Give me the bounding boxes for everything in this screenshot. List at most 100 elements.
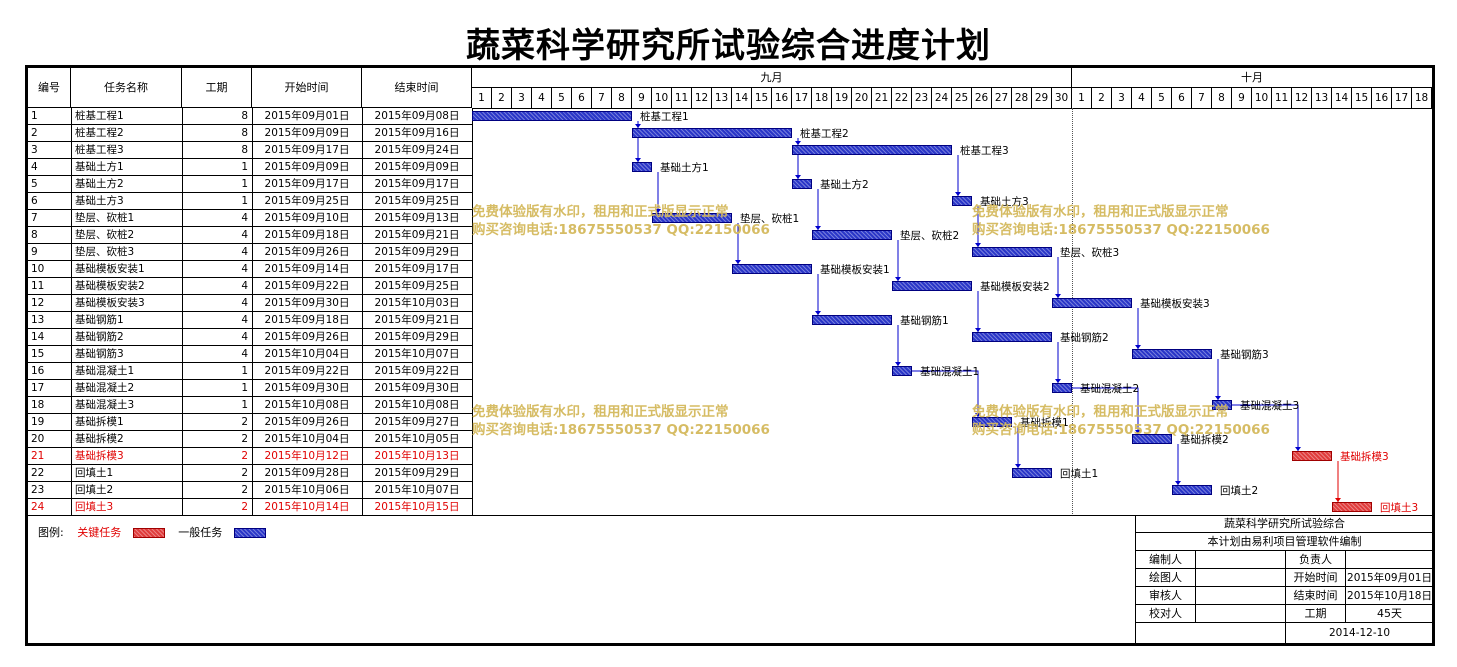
- task-bar-label: 基础钢筋2: [1060, 332, 1109, 344]
- cell-end: 2015年09月21日: [374, 314, 460, 326]
- task-bar[interactable]: [1052, 298, 1132, 308]
- column-separator: [252, 295, 253, 311]
- cell-name: 桩基工程3: [75, 144, 124, 156]
- cell-name: 基础钢筋1: [75, 314, 124, 326]
- task-bar[interactable]: [972, 247, 1052, 257]
- header-name[interactable]: 任务名称: [71, 68, 182, 108]
- cell-end: 2015年09月24日: [374, 144, 460, 156]
- watermark-2: 免费体验版有水印，租用和正式版显示正常购买咨询电话:18675550537 QQ…: [972, 203, 1270, 239]
- task-bar[interactable]: [1132, 434, 1172, 444]
- task-bar-label: 桩基工程3: [960, 145, 1009, 157]
- column-separator: [182, 431, 183, 447]
- header-start[interactable]: 开始时间: [252, 68, 362, 108]
- task-bar[interactable]: [1012, 468, 1052, 478]
- column-separator: [182, 278, 183, 294]
- task-bar[interactable]: [892, 281, 972, 291]
- task-bar[interactable]: [1212, 400, 1232, 410]
- task-bar[interactable]: [652, 213, 732, 223]
- legend-critical-swatch: [132, 528, 165, 538]
- task-bar-label: 垫层、砍桩1: [740, 213, 800, 225]
- column-separator: [362, 380, 363, 396]
- column-separator: [182, 448, 183, 464]
- column-separator: [71, 278, 72, 294]
- header-id[interactable]: 编号: [28, 68, 71, 108]
- critical-task-bar[interactable]: [1332, 502, 1372, 512]
- task-bar[interactable]: [632, 162, 652, 172]
- column-separator: [71, 431, 72, 447]
- cell-name: 基础模板安装2: [75, 280, 145, 292]
- task-bar[interactable]: [1052, 383, 1072, 393]
- task-bar[interactable]: [632, 128, 792, 138]
- cell-end: 2015年09月13日: [374, 212, 460, 224]
- task-bar[interactable]: [1132, 349, 1212, 359]
- tb-end-value: 2015年10月18日: [1346, 587, 1433, 605]
- task-bar[interactable]: [972, 417, 1012, 427]
- header-duration[interactable]: 工期: [182, 68, 252, 108]
- task-bar[interactable]: [792, 179, 812, 189]
- link-arrowhead: [975, 413, 981, 417]
- column-separator: [252, 176, 253, 192]
- header-end[interactable]: 结束时间: [362, 68, 472, 108]
- task-bar[interactable]: [812, 315, 892, 325]
- link-arrowhead: [1135, 430, 1141, 434]
- link-arrowhead: [975, 328, 981, 332]
- task-bar[interactable]: [1172, 485, 1212, 495]
- cell-id: 21: [31, 450, 45, 462]
- column-separator: [71, 176, 72, 192]
- critical-task-bar[interactable]: [1292, 451, 1332, 461]
- cell-start: 2015年09月26日: [264, 416, 350, 428]
- day-header: 9: [632, 88, 652, 108]
- day-header: 12: [1292, 88, 1312, 108]
- watermark-line-1: 免费体验版有水印，租用和正式版显示正常: [472, 404, 729, 420]
- task-bar[interactable]: [972, 332, 1052, 342]
- column-separator: [71, 244, 72, 260]
- column-separator: [182, 159, 183, 175]
- task-bar[interactable]: [472, 111, 632, 121]
- column-separator: [182, 244, 183, 260]
- day-header: 19: [832, 88, 852, 108]
- task-bar[interactable]: [892, 366, 912, 376]
- tb-project: 蔬菜科学研究所试验综合: [1136, 515, 1433, 533]
- column-separator: [182, 363, 183, 379]
- column-separator: [71, 210, 72, 226]
- day-header: 29: [1032, 88, 1052, 108]
- task-bar[interactable]: [792, 145, 952, 155]
- column-separator: [252, 397, 253, 413]
- tb-date: 2014-12-10: [1328, 627, 1391, 639]
- day-header: 4: [532, 88, 552, 108]
- day-header: 25: [952, 88, 972, 108]
- task-bar[interactable]: [812, 230, 892, 240]
- column-separator: [182, 499, 183, 515]
- cell-duration: 1: [241, 399, 248, 411]
- task-bar-label: 基础模板安装2: [980, 281, 1050, 293]
- task-bar[interactable]: [732, 264, 812, 274]
- task-bar[interactable]: [952, 196, 972, 206]
- column-separator: [362, 329, 363, 345]
- day-header: 13: [712, 88, 732, 108]
- day-header: 5: [552, 88, 572, 108]
